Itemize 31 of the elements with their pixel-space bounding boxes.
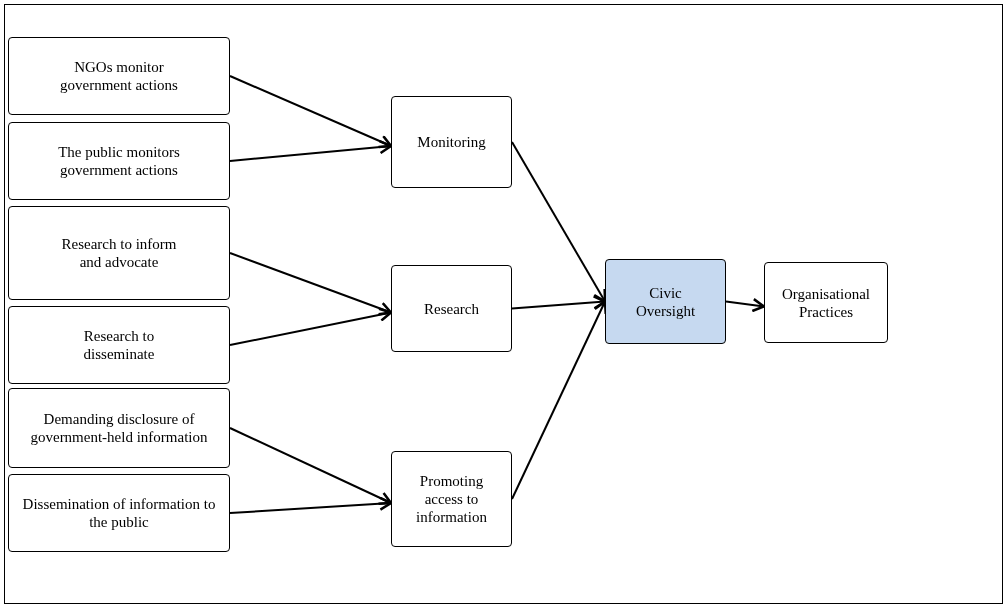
box-label: Civic Oversight (634, 283, 697, 320)
process-box (391, 96, 512, 188)
box-label: Research to inform and advocate (60, 235, 178, 271)
box-label: Research to disseminate (82, 327, 156, 363)
arrow (229, 252, 393, 316)
process-box (391, 451, 512, 547)
box-label: Research (423, 299, 480, 318)
process-box (8, 37, 230, 115)
arrow (511, 141, 607, 303)
arrow (229, 496, 393, 514)
box-label: Promoting access to information (415, 472, 488, 526)
process-box (605, 259, 726, 344)
box-label: NGOs monitor government actions (59, 58, 179, 94)
process-box (764, 262, 888, 343)
arrow (511, 300, 607, 500)
arrow (229, 427, 393, 506)
arrow (229, 75, 393, 149)
process-box (8, 206, 230, 300)
box-label: Dissemination of information to the public (21, 495, 217, 531)
process-box (8, 474, 230, 552)
process-box (8, 122, 230, 200)
box-label: The public monitors government actions (57, 143, 181, 179)
process-box (391, 265, 512, 352)
box-label: Organisational Practices (780, 284, 871, 321)
arrow (725, 297, 766, 313)
box-label: Monitoring (416, 133, 487, 151)
box-label: Demanding disclosure of government-held information (29, 410, 209, 446)
process-box (8, 388, 230, 468)
arrow (229, 139, 393, 162)
process-box (8, 306, 230, 384)
arrow (229, 307, 393, 346)
